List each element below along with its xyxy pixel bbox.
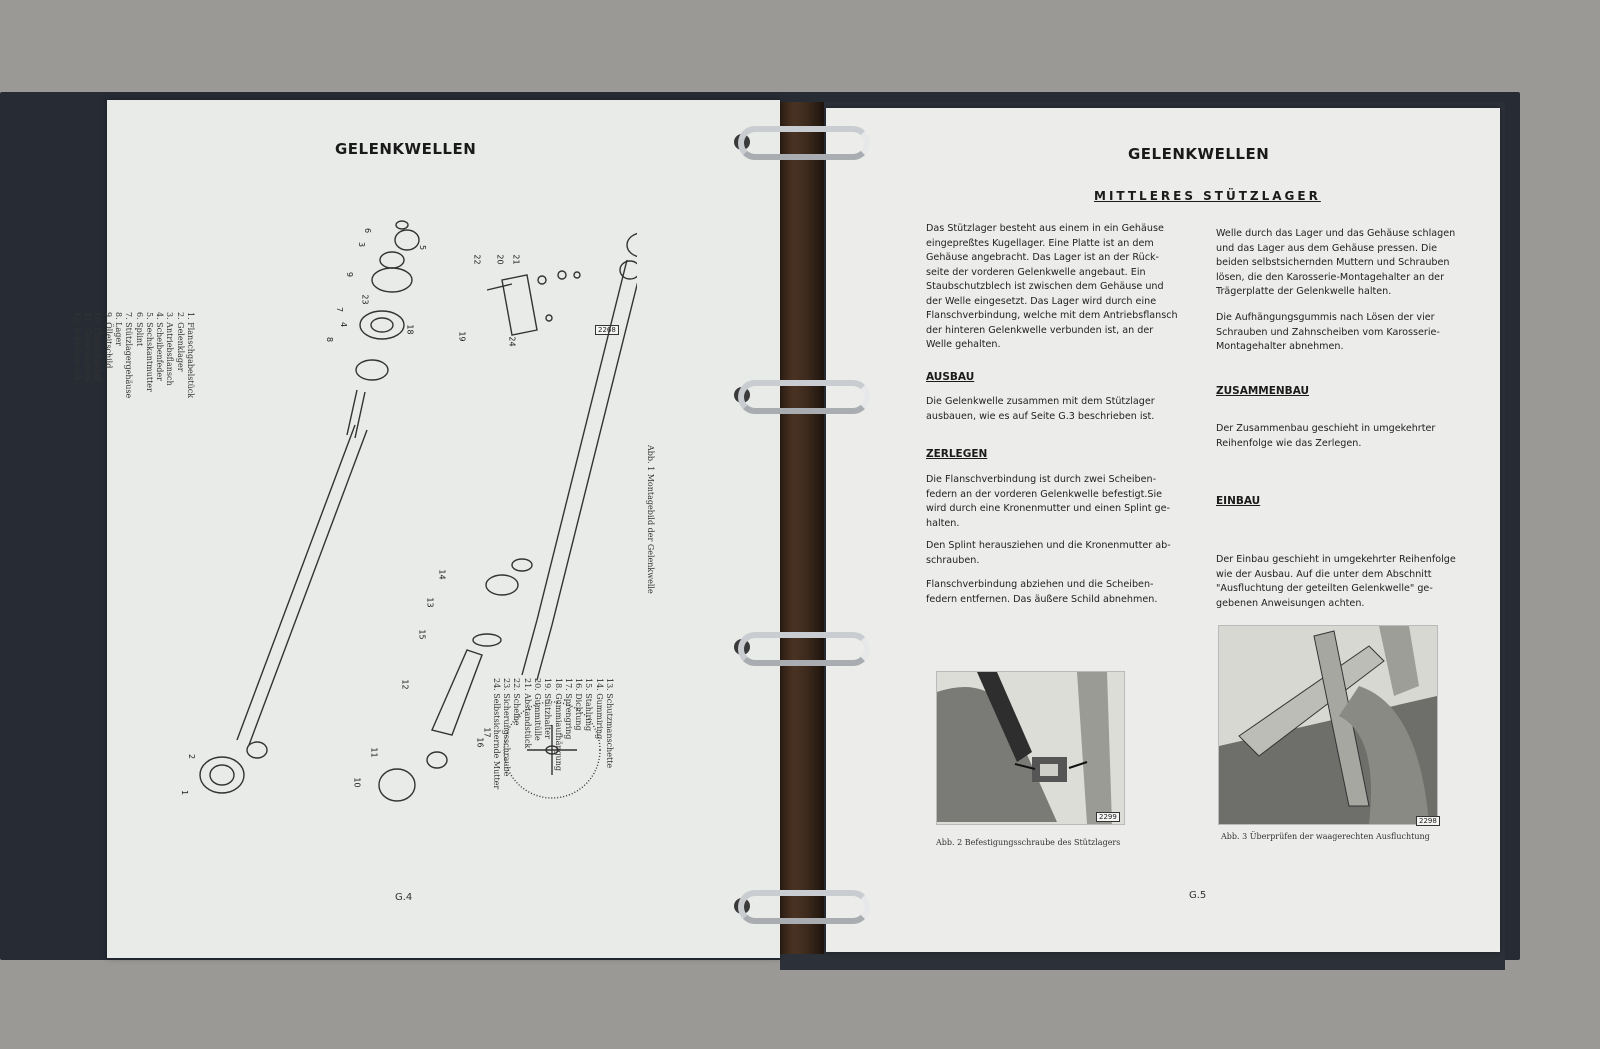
- parts-list-item: 4. Scheibenfeder: [155, 312, 165, 381]
- figure-3-drawing: [1219, 626, 1437, 824]
- callout-10: 10: [352, 777, 362, 788]
- callout-20: 20: [495, 254, 505, 265]
- left-page-title: GELENKWELLEN: [335, 140, 477, 158]
- zerlegen-text-1: Die Flanschverbindung ist durch zwei Sch…: [926, 474, 1170, 529]
- callout-21: 21: [511, 254, 521, 265]
- zerlegen-heading: ZERLEGEN: [926, 448, 988, 460]
- callout-5: 5: [418, 244, 428, 251]
- callout-9: 9: [345, 271, 355, 278]
- figure-2-drawing: [937, 672, 1124, 824]
- zerlegen-text-3: Flanschverbindung abziehen und die Schei…: [926, 579, 1158, 605]
- callout-18: 18: [405, 324, 415, 335]
- figure-3-image: [1218, 625, 1438, 825]
- right-page: GELENKWELLEN MITTLERES STÜTZLAGER Das St…: [826, 108, 1500, 952]
- callout-15: 15: [417, 629, 427, 640]
- zusammenbau-heading: ZUSAMMENBAU: [1216, 385, 1310, 397]
- figure-2-image: [936, 671, 1125, 825]
- parts-list-item: 5. Sechskantmutter: [144, 312, 154, 392]
- parts-list-item: 6. Splint: [134, 312, 144, 347]
- callout-16: 16: [475, 737, 485, 748]
- right-page-title: GELENKWELLEN: [1128, 145, 1270, 163]
- exploded-drawing: [199, 220, 637, 802]
- einbau-heading: EINBAU: [1216, 495, 1261, 507]
- figure-1-number: 2268: [595, 325, 619, 335]
- figure-1-caption: Abb. 1 Montagebild der Gelenkwelle: [646, 445, 655, 594]
- callout-12: 12: [400, 679, 410, 690]
- binder-ring: [738, 890, 870, 924]
- callout-24: 24: [507, 336, 517, 347]
- callout-8: 8: [325, 336, 335, 343]
- callout-6: 6: [363, 227, 373, 234]
- binder-ring: [738, 380, 870, 414]
- callout-11: 11: [369, 747, 379, 758]
- callout-13: 13: [425, 597, 435, 608]
- ausbau-heading: AUSBAU: [926, 371, 975, 383]
- figure-2-number: 2299: [1096, 812, 1120, 822]
- right-page-number: G.5: [1189, 890, 1207, 901]
- einbau-text: Der Einbau geschieht in umgekehrter Reih…: [1216, 554, 1456, 609]
- parts-list-item: 11. Gelenklagern: [83, 312, 93, 382]
- callout-17: 17: [482, 727, 492, 738]
- parts-list-item: 7. Stützlagergehäuse: [124, 312, 134, 399]
- figure-2-caption: Abb. 2 Befestigungsschraube des Stützlag…: [936, 838, 1121, 847]
- callout-2: 2: [187, 753, 197, 760]
- column2-text-1: Welle durch das Lager und das Gehäuse sc…: [1216, 228, 1456, 297]
- figure-3-caption: Abb. 3 Überprüfen der waagerechten Ausfl…: [1221, 832, 1430, 841]
- parts-list-item: 10. Flanschgabel: [93, 312, 103, 382]
- binder-spine: [778, 102, 824, 954]
- left-page: GELENKWELLEN 1. Flanschgabelstück 2. Gel…: [73, 100, 780, 958]
- parts-list-item: 12. Schiebestück: [72, 312, 82, 382]
- column2-text-2: Die Aufhängungsgummis nach Lösen der vie…: [1216, 312, 1440, 352]
- callout-1: 1: [180, 789, 190, 796]
- parts-list-item: 8. Lager: [113, 312, 123, 346]
- callout-7: 7: [335, 306, 345, 313]
- parts-list-item: 9. Ölleitschild: [103, 312, 113, 369]
- callout-4: 4: [339, 321, 349, 328]
- callout-3: 3: [357, 241, 367, 248]
- callout-19: 19: [457, 331, 467, 342]
- figure-3-number: 2298: [1416, 816, 1440, 826]
- zerlegen-text-2: Den Splint herausziehen und die Kronenmu…: [926, 540, 1171, 566]
- callout-22: 22: [472, 254, 482, 265]
- callout-23: 23: [360, 294, 370, 305]
- callout-14: 14: [437, 569, 447, 580]
- ausbau-text: Die Gelenkwelle zusammen mit dem Stützla…: [926, 396, 1155, 422]
- section-title: MITTLERES STÜTZLAGER: [1094, 189, 1321, 203]
- zusammenbau-text: Der Zusammenbau geschieht in umgekehrter…: [1216, 423, 1436, 449]
- binder-ring: [738, 632, 870, 666]
- intro-paragraph: Das Stützlager besteht aus einem in ein …: [926, 223, 1178, 350]
- left-page-number: G.4: [395, 892, 413, 903]
- binder-ring: [738, 126, 870, 160]
